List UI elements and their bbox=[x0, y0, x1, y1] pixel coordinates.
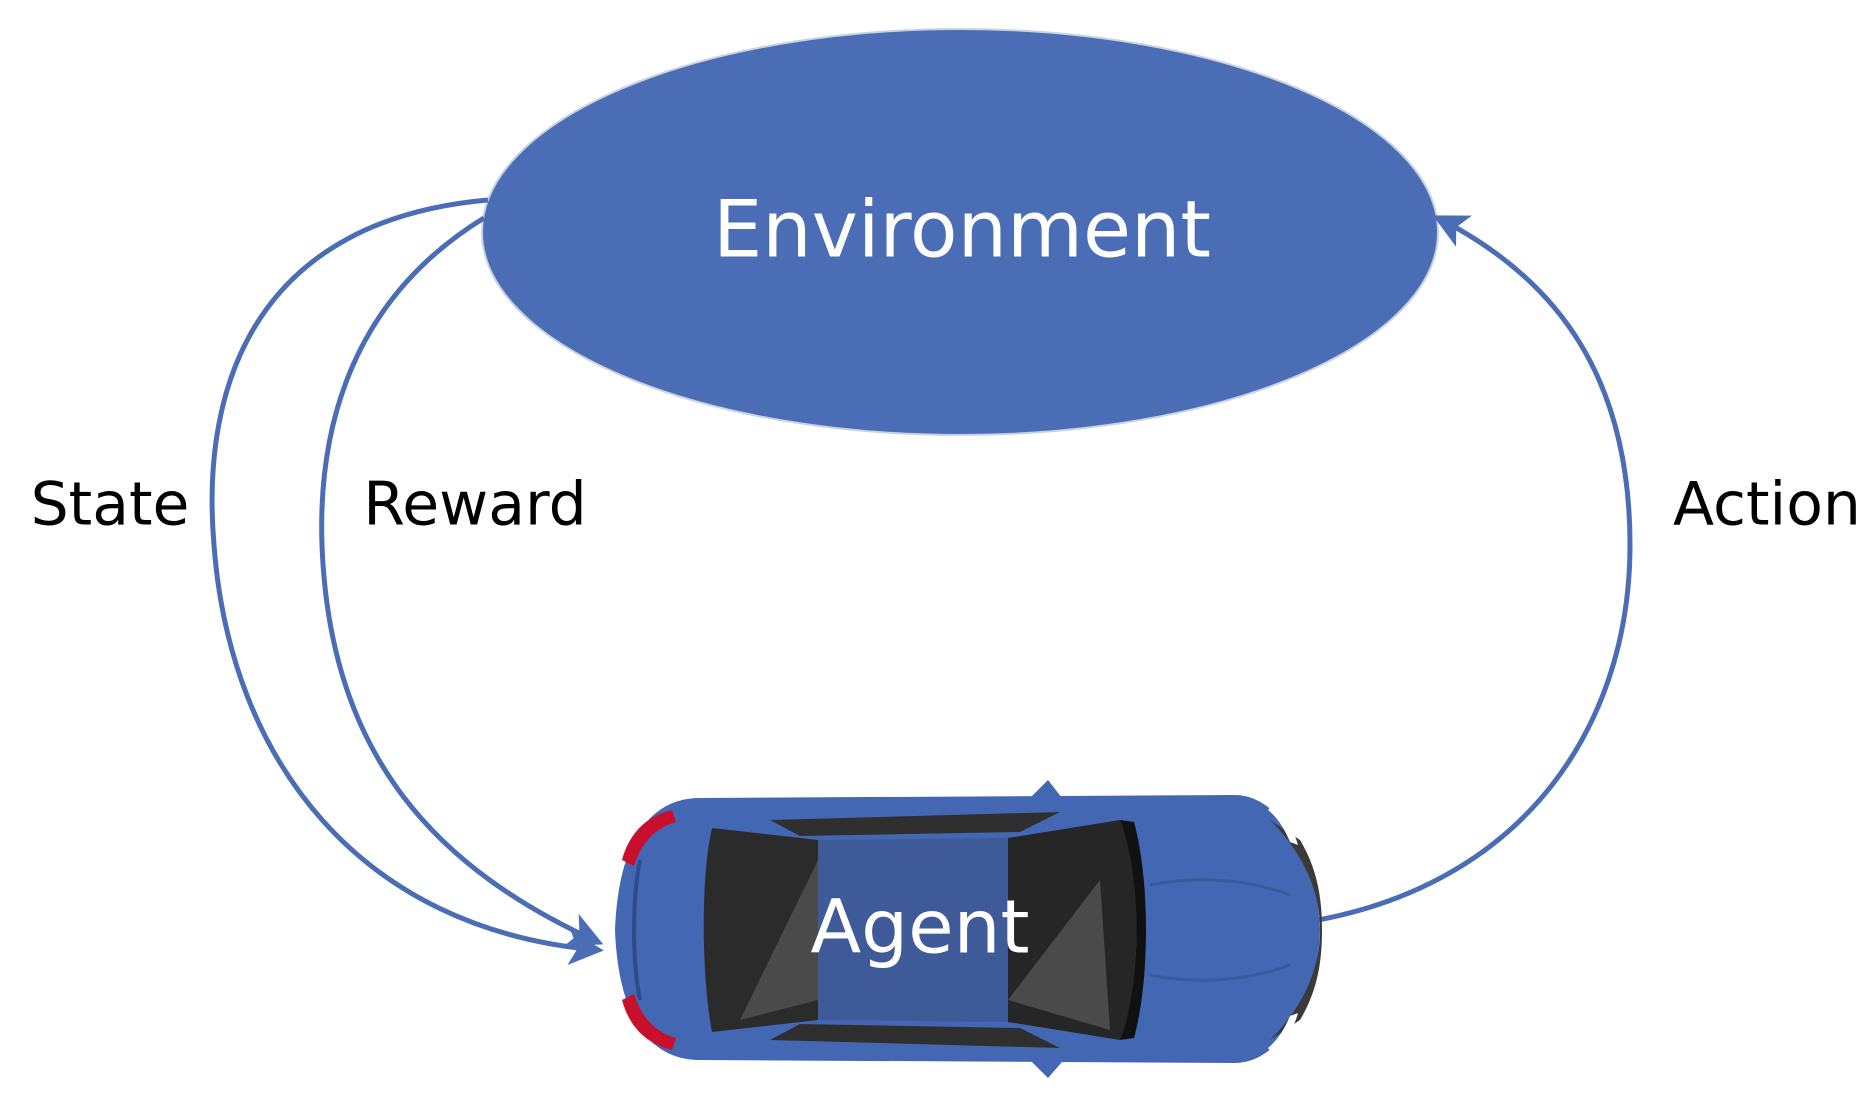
state-label: State bbox=[31, 470, 190, 540]
car-headlight-top bbox=[1268, 805, 1298, 845]
car-roof bbox=[818, 838, 1008, 1022]
car-side-window-top bbox=[770, 812, 1060, 836]
car-side-window-bottom bbox=[770, 1024, 1060, 1048]
car-rear-window-glare bbox=[740, 860, 818, 1020]
action-arrow bbox=[1317, 215, 1633, 923]
action-label: Action bbox=[1673, 470, 1861, 540]
car-headlight-bottom bbox=[1268, 1013, 1298, 1053]
car-windshield-edge bbox=[1120, 820, 1146, 1040]
reward-arrow bbox=[319, 215, 604, 946]
car-hood-line-top bbox=[1149, 878, 1291, 897]
car-taillight-top bbox=[622, 810, 676, 866]
car-rear-bumper bbox=[632, 859, 642, 1001]
car-hood-line-bottom bbox=[1149, 963, 1291, 982]
car-front-bumper bbox=[1270, 820, 1322, 1040]
car-taillight-bottom bbox=[622, 994, 676, 1050]
environment-node: Environment bbox=[481, 28, 1439, 436]
agent-label: Agent bbox=[810, 885, 1029, 971]
car-mirror-bottom bbox=[1028, 1058, 1062, 1078]
environment-label: Environment bbox=[713, 185, 1211, 275]
car-mirror-top bbox=[1028, 780, 1062, 800]
state-arrow bbox=[209, 197, 604, 965]
reward-label: Reward bbox=[363, 470, 586, 540]
car-icon bbox=[615, 780, 1322, 1078]
agent-node: Agent bbox=[615, 780, 1322, 1078]
car-windshield-glare bbox=[1008, 880, 1110, 1030]
